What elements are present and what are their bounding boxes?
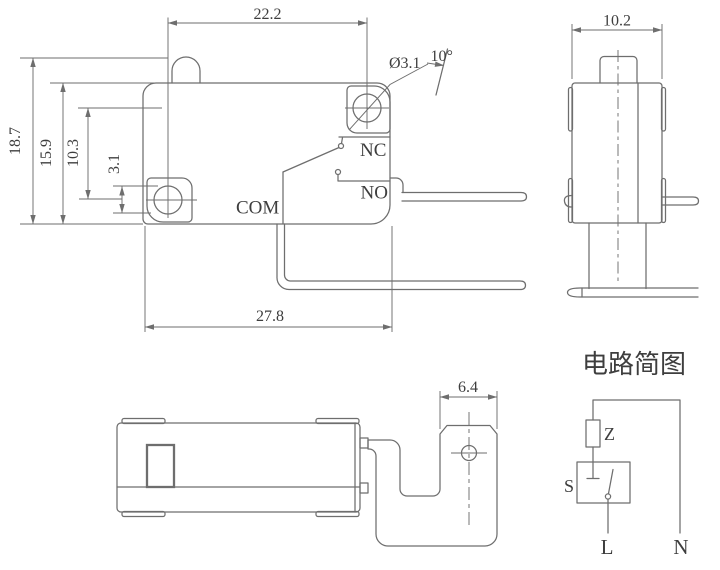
side-lever-hook bbox=[563, 194, 574, 208]
switch-body-outline bbox=[142, 82, 391, 225]
dim-label-hole-diameter: Ø3.1 bbox=[389, 55, 421, 72]
terminal-label-com: COM bbox=[236, 198, 279, 219]
dim-label-15-9: 15.9 bbox=[38, 139, 55, 167]
switch-s-box bbox=[576, 461, 631, 504]
side-plunger-button bbox=[599, 55, 638, 84]
nc-contact-link bbox=[338, 136, 391, 145]
side-bottom-bent-tab bbox=[566, 287, 699, 298]
terminal-label-nc: NC bbox=[360, 140, 386, 161]
lever-angle-line bbox=[435, 48, 449, 96]
plunger-button bbox=[171, 56, 201, 84]
dim-label-3-1: 3.1 bbox=[106, 154, 123, 174]
bottom-pad-top-right bbox=[315, 417, 360, 425]
side-bulge-right-bottom bbox=[660, 177, 667, 224]
no-contact-link bbox=[337, 173, 391, 182]
dim-label-27-8: 27.8 bbox=[256, 308, 284, 325]
side-bulge-left-bottom bbox=[567, 177, 574, 224]
side-right-terminal bbox=[661, 196, 700, 206]
no-contact-point bbox=[334, 168, 342, 176]
dim-label-lever-angle: 10° bbox=[431, 48, 453, 65]
terminal-label-l: L bbox=[601, 535, 614, 559]
front-extension-lines bbox=[20, 17, 393, 332]
side-body-outline bbox=[571, 82, 663, 224]
bottom-pad-bottom-right bbox=[315, 510, 360, 518]
dim-label-6-4: 6.4 bbox=[458, 379, 478, 396]
bottom-window-opening bbox=[145, 443, 176, 489]
front-dimension-lines bbox=[30, 20, 449, 330]
dim-label-10-3: 10.3 bbox=[65, 139, 82, 167]
bottom-terminal-stub-lower bbox=[359, 482, 369, 494]
side-terminal-column bbox=[588, 222, 647, 290]
bottom-view: 6.4 bbox=[116, 379, 498, 547]
switch-pivot-point bbox=[604, 493, 612, 500]
no-terminal-root bbox=[389, 177, 404, 194]
mounting-pad-bottom-left bbox=[146, 177, 193, 223]
bottom-pad-top-left bbox=[121, 417, 166, 425]
bottom-bent-faston-terminal bbox=[367, 424, 498, 547]
no-terminal-tab bbox=[401, 191, 528, 202]
circuit-diagram: 电路简图 Z S L N bbox=[564, 350, 689, 559]
com-terminal-bent-tab bbox=[276, 223, 527, 291]
angle-arrow-line bbox=[426, 61, 445, 67]
diameter-leader-line bbox=[348, 63, 429, 131]
contact-schematic bbox=[282, 136, 391, 225]
switch-blade bbox=[607, 468, 614, 495]
dim-label-10-2: 10.2 bbox=[603, 13, 631, 30]
dim-label-18-7: 18.7 bbox=[7, 127, 24, 155]
bottom-body-outline bbox=[116, 422, 361, 513]
terminal-label-no: NO bbox=[361, 183, 388, 204]
component-label-z: Z bbox=[604, 424, 615, 444]
side-bulge-left-top bbox=[567, 86, 574, 132]
side-view: 10.2 bbox=[563, 13, 700, 298]
side-extension-lines bbox=[571, 24, 663, 79]
dim-label-22-2: 22.2 bbox=[254, 6, 282, 23]
circuit-top-wire bbox=[592, 399, 681, 534]
bottom-pad-bottom-left bbox=[121, 510, 166, 518]
circuit-title: 电路简图 bbox=[582, 350, 686, 379]
bottom-terminal-stub-upper bbox=[359, 437, 369, 449]
resistor-z-symbol bbox=[585, 419, 601, 448]
side-bulge-right-top bbox=[660, 86, 667, 132]
front-view: 22.2 27.8 18.7 15.9 10.3 3.1 Ø3.1 10° NC… bbox=[7, 6, 528, 332]
nc-contact-point bbox=[337, 142, 345, 150]
contact-blade-line bbox=[282, 146, 340, 173]
component-label-s: S bbox=[564, 476, 574, 496]
terminal-label-n: N bbox=[673, 535, 688, 559]
